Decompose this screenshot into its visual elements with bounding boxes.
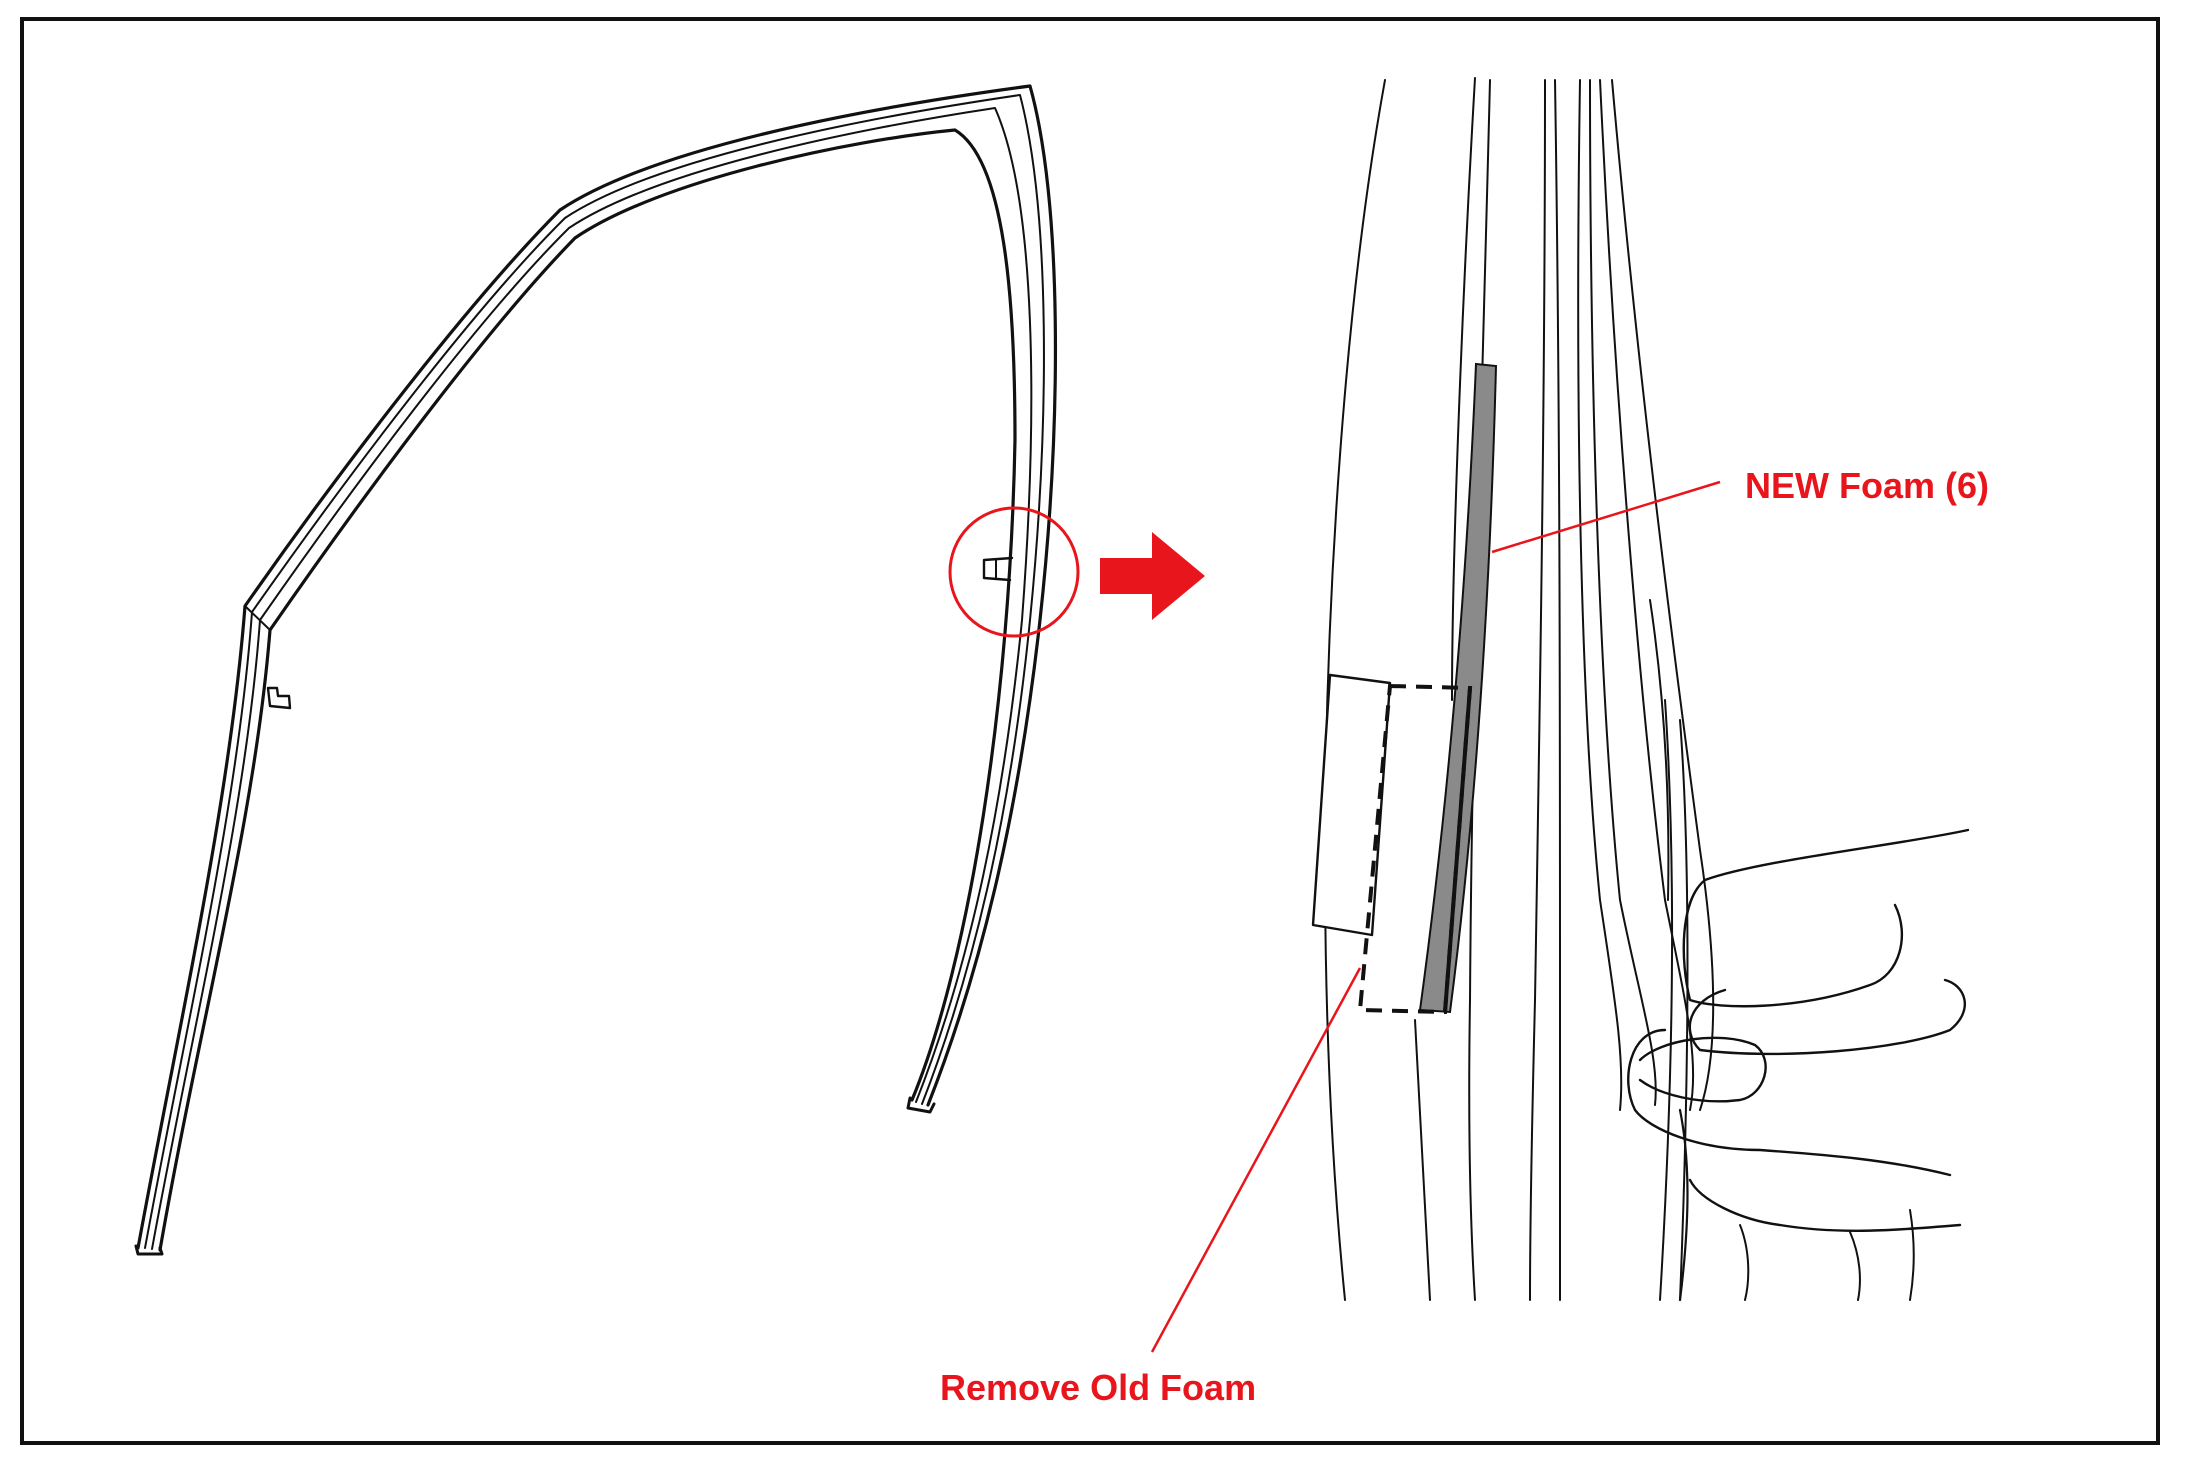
seal-lip-line	[1659, 699, 1673, 1301]
pillar-line	[1529, 79, 1546, 1301]
detail-view	[1311, 77, 1970, 1302]
knuckle-line	[1909, 1209, 1915, 1301]
seal-lip-line	[1611, 79, 1715, 1111]
left-clip-tab	[266, 686, 292, 710]
remove-old-foam-label: Remove Old Foam	[940, 1367, 1257, 1408]
leader-line-new-foam	[1491, 480, 1721, 554]
old-foam-outline-solid-edge	[1443, 687, 1472, 1013]
pillar-line	[1451, 77, 1476, 701]
seal-lip-line	[1589, 79, 1657, 1106]
arrow-right-icon	[1100, 532, 1205, 620]
pillar-line	[1414, 1019, 1431, 1301]
finger-outline	[1682, 828, 1970, 1008]
detail-callout-circle	[948, 506, 1080, 638]
thumbnail	[1638, 1036, 1767, 1103]
new-foam-label: NEW Foam (6)	[1745, 465, 1990, 506]
thumb-outline	[1627, 1028, 1952, 1177]
weatherstrip-channel-line-2	[151, 107, 1033, 1250]
weatherstrip-outer-edge	[136, 84, 1058, 1250]
pillar-line	[1554, 79, 1562, 1301]
weatherstrip-left-end	[134, 1244, 164, 1256]
finger-outline	[1688, 978, 1966, 1056]
weatherstrip-right-end	[906, 1096, 936, 1114]
seal-lip-line	[1599, 79, 1695, 1111]
knuckle-line	[1739, 1224, 1750, 1301]
leader-line-old-foam	[1150, 967, 1362, 1353]
palm-outline	[1678, 1108, 1689, 1302]
weatherstrip-channel-line-1	[144, 94, 1045, 1249]
figure-frame	[20, 17, 2160, 1445]
weatherstrip-corner-bevel	[244, 605, 271, 631]
finger-outline	[1688, 1178, 1962, 1232]
new-foam-strip	[1418, 362, 1498, 1014]
right-clip-tab	[982, 556, 1014, 582]
knuckle-line	[1849, 1231, 1861, 1301]
bracket-plate	[1311, 673, 1392, 937]
seal-lip-line	[1679, 719, 1689, 1301]
seal-lip-line	[1577, 79, 1623, 1111]
seal-lip-line	[1649, 599, 1670, 901]
weatherstrip-inner-edge	[158, 128, 1017, 1252]
door-frame-weatherstrip	[134, 84, 1058, 1256]
pillar-line	[1468, 79, 1491, 1301]
